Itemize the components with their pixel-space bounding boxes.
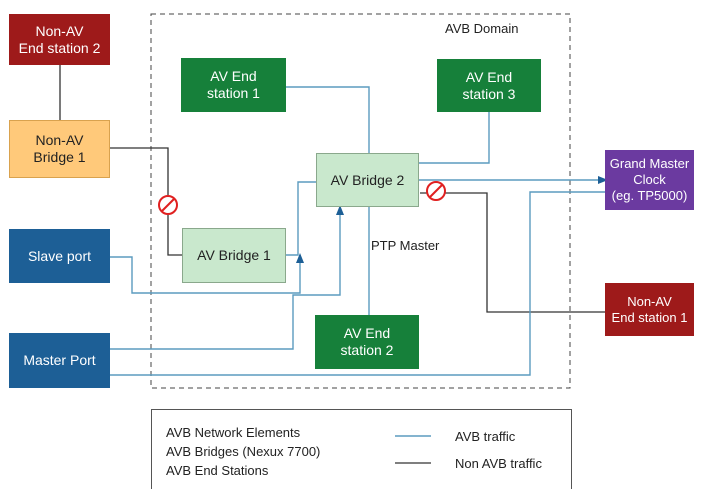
non-av-end-station-1: Non-AV End station 1	[605, 283, 694, 336]
av-bridge-2: AV Bridge 2	[316, 153, 419, 207]
master-port: Master Port	[9, 333, 110, 388]
avb-domain-border	[150, 13, 571, 389]
legend-network-elements: AVB Network Elements	[166, 425, 301, 440]
av-end-station-2: AV End station 2	[315, 315, 419, 369]
avb-links	[110, 86, 605, 376]
legend: AVB Network Elements AVB Bridges (Nexux …	[151, 409, 572, 489]
grand-master-clock: Grand Master Clock (eg. TP5000)	[605, 150, 694, 210]
av-bridge-1: AV Bridge 1	[182, 228, 286, 283]
legend-line-samples	[395, 435, 431, 464]
legend-avb-traffic: AVB traffic	[455, 429, 516, 444]
ptp-master-label: PTP Master	[371, 238, 440, 253]
non-av-bridge-1: Non-AV Bridge 1	[9, 120, 110, 178]
av-end-station-1: AV End station 1	[181, 58, 286, 112]
legend-non-avb-traffic: Non AVB traffic	[455, 456, 542, 471]
legend-bridges: AVB Bridges (Nexux 7700)	[166, 444, 321, 459]
legend-end-stations: AVB End Stations	[166, 463, 269, 478]
non-av-end-station-2: Non-AV End station 2	[9, 14, 110, 65]
avb-domain-label: AVB Domain	[445, 21, 519, 36]
blocked-icon	[426, 181, 446, 201]
slave-port: Slave port	[9, 229, 110, 283]
av-end-station-3: AV End station 3	[437, 59, 541, 112]
blocked-icon	[158, 195, 178, 215]
